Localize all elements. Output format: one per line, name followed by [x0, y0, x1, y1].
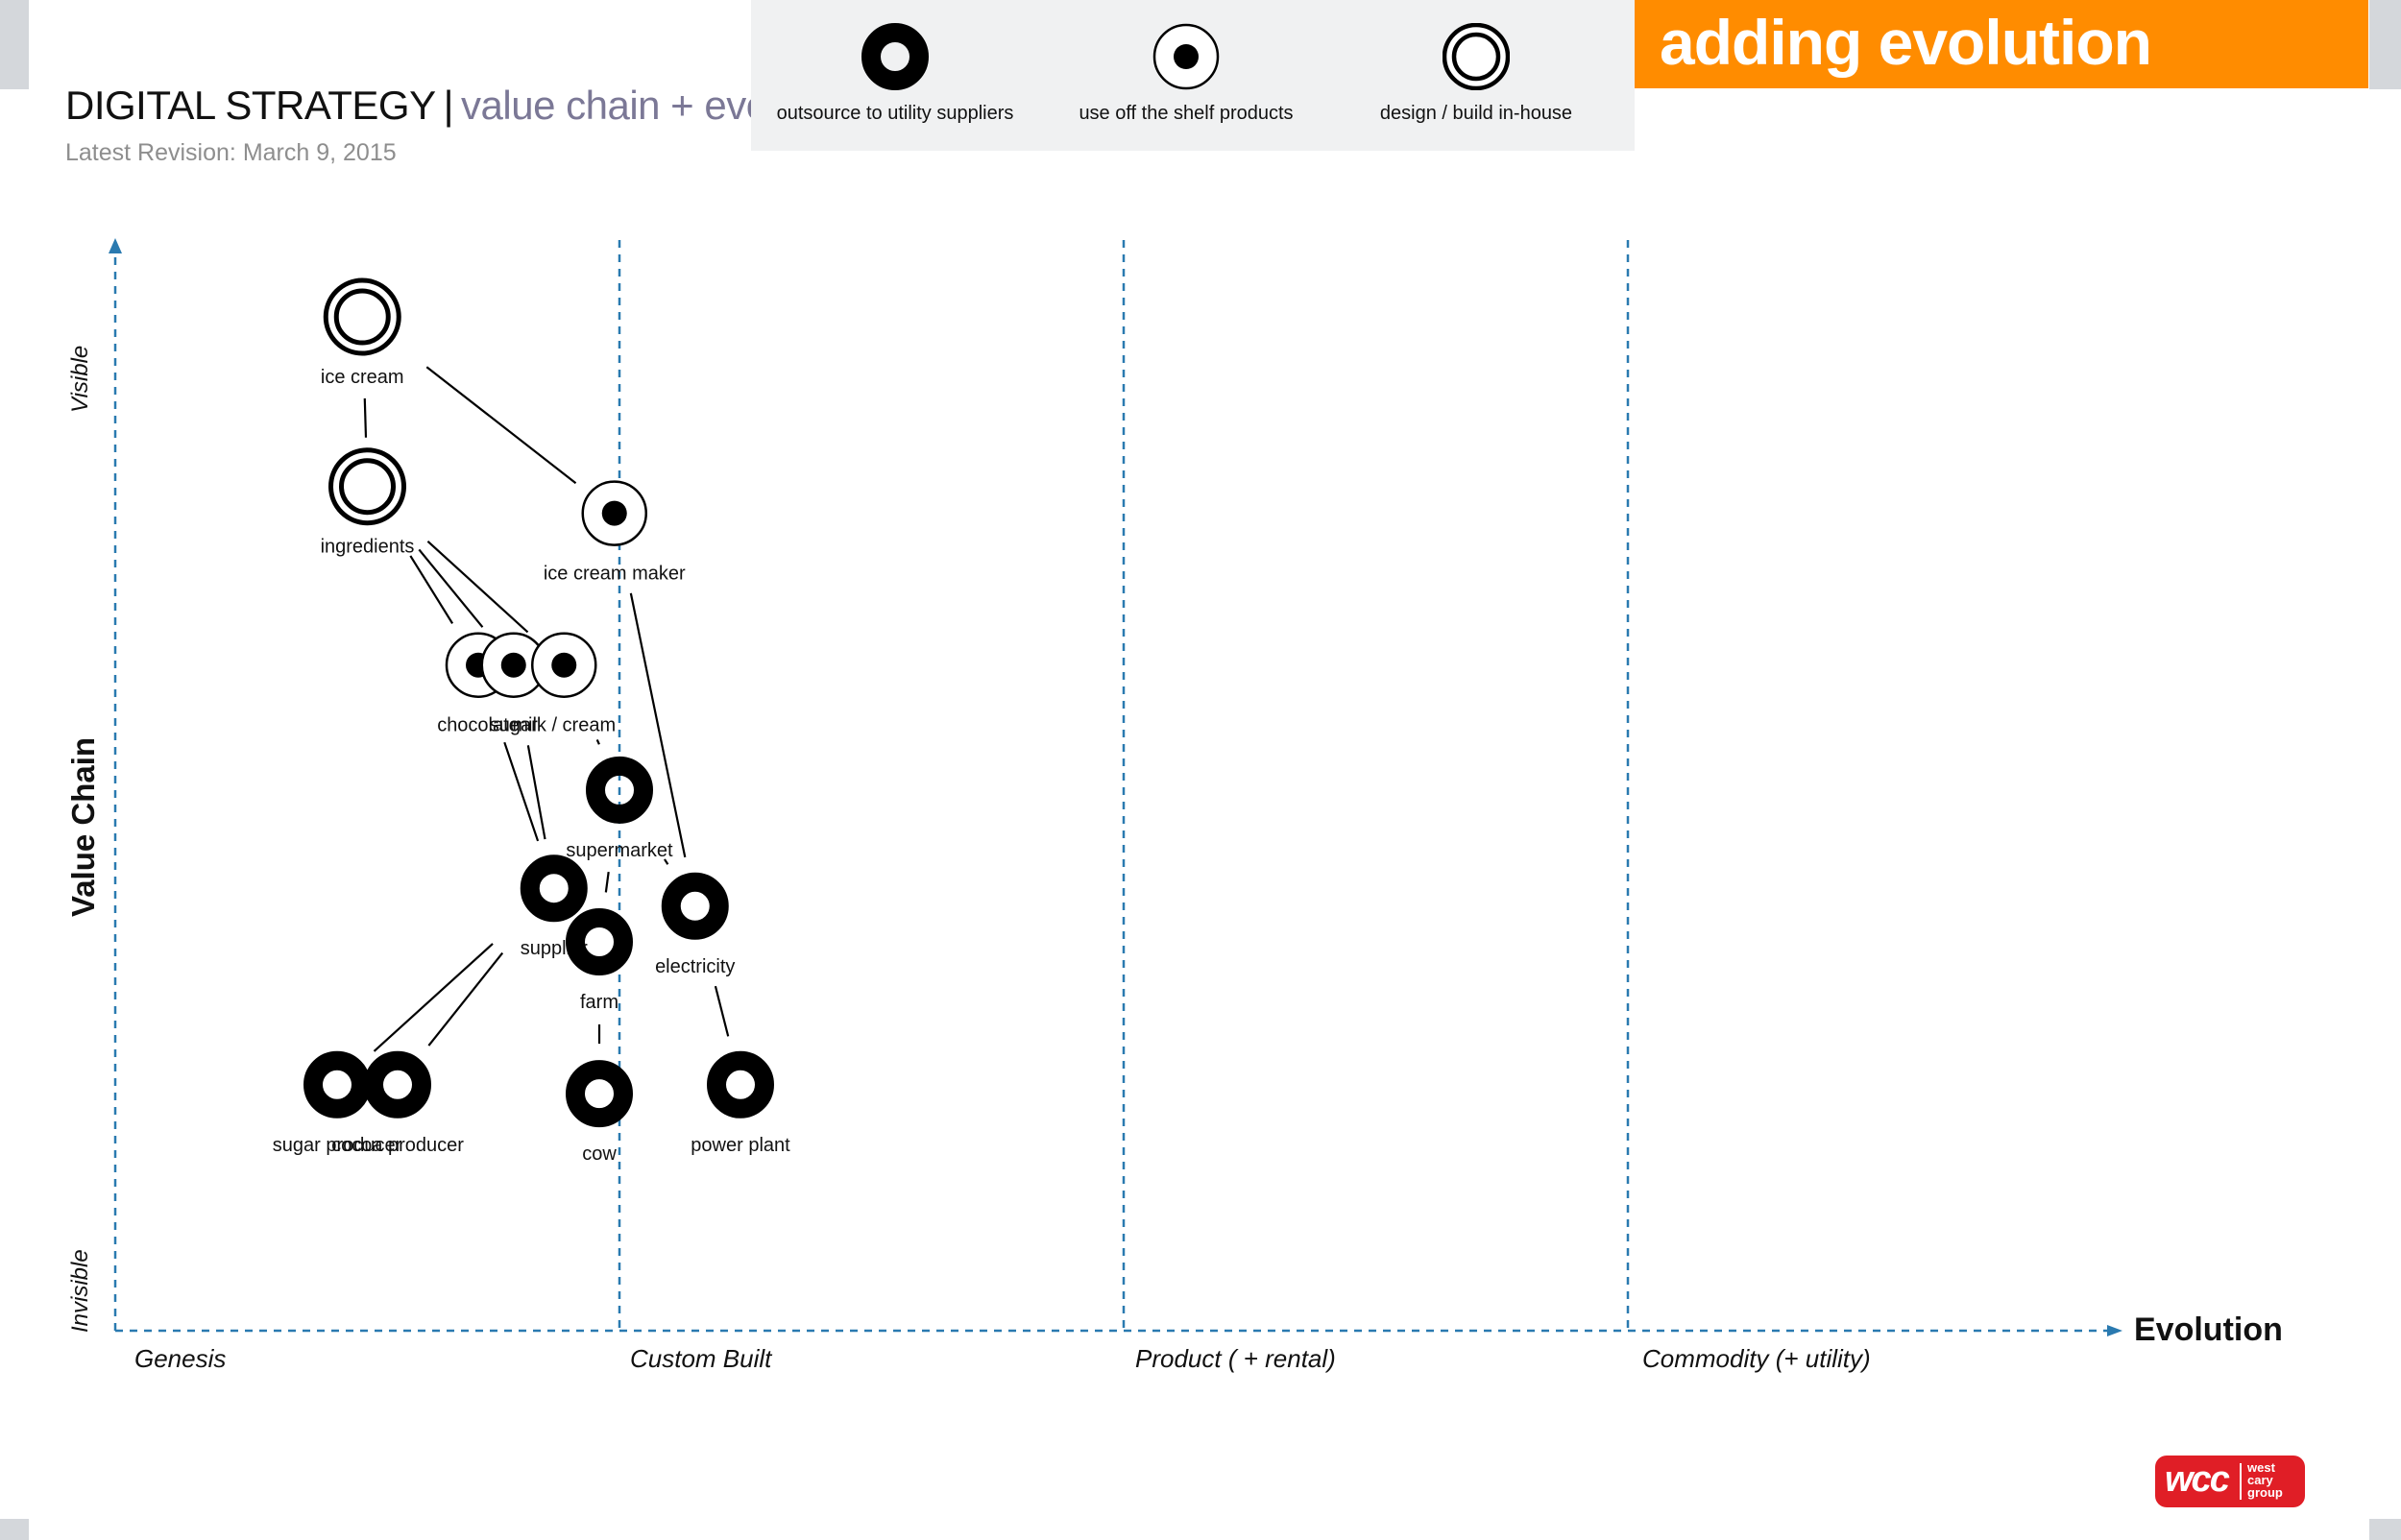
outsource-node-icon [364, 1050, 431, 1119]
logo-divider [2240, 1463, 2242, 1500]
logo-word: west [2247, 1460, 2275, 1475]
component-electricity: electricity [655, 872, 735, 977]
legend-label: design / build in-house [1379, 103, 1573, 124]
corner-tab-top-right [2369, 0, 2401, 89]
outsource-node-icon [861, 23, 929, 90]
stage-custom-built: Custom Built [630, 1344, 772, 1373]
dependency-link [373, 943, 494, 1052]
dependency-link [426, 541, 529, 634]
legend-item-outsource: outsource to utility suppliers [751, 0, 1039, 151]
outsource-node-icon [303, 1050, 371, 1119]
company-logo: wcc west cary group [2155, 1456, 2305, 1507]
component-label: ice cream maker [544, 564, 686, 585]
x-axis-title: Evolution [2134, 1311, 2283, 1348]
component-label: farm [580, 992, 618, 1013]
outsource-node-icon [661, 872, 729, 940]
corner-tab-bottom-right [2369, 1519, 2401, 1540]
title-separator: | [443, 83, 454, 128]
y-axis-arrow-icon [109, 238, 122, 253]
in-house-node-icon [1443, 23, 1510, 90]
outsource-node-icon [566, 1060, 633, 1128]
legend-panel: outsource to utility suppliers use off t… [751, 0, 1635, 151]
legend-item-in-house: design / build in-house [1332, 0, 1620, 151]
corner-tab-top-left [0, 0, 29, 89]
nodes-layer: ice cream ingredients ice cream maker choco… [273, 277, 790, 1165]
links-layer [363, 366, 730, 1052]
component-label: cocoa producer [331, 1135, 464, 1156]
section-banner: adding evolution [1635, 0, 2368, 88]
component-cocoa-producer: cocoa producer [331, 1050, 464, 1156]
component-label: milk / cream [512, 715, 616, 736]
component-label: ice cream [321, 367, 404, 388]
dependency-link [409, 555, 454, 624]
component-ingredients: ingredients [321, 447, 415, 558]
outsource-node-icon [520, 854, 588, 923]
component-label: sugar [490, 715, 538, 736]
component-label: cow [582, 1143, 617, 1165]
component-supermarket: supermarket [566, 756, 673, 861]
off-the-shelf-node-icon [1152, 23, 1220, 90]
stage-product: Product ( + rental) [1135, 1344, 1336, 1373]
component-farm: farm [566, 908, 633, 1013]
x-axis-arrow-icon [2107, 1325, 2122, 1336]
dependency-link [425, 366, 577, 485]
logo-mark: wcc [2165, 1459, 2230, 1500]
component-ice-cream-maker: ice cream maker [544, 480, 686, 585]
component-label: supermarket [566, 840, 673, 861]
component-label: chocolate [437, 715, 520, 736]
dependency-link [363, 397, 368, 438]
component-milk-cream: milk / cream [512, 632, 616, 736]
logo-words: west cary group [2247, 1461, 2283, 1499]
logo-word: cary [2247, 1473, 2273, 1487]
logo-badge [2155, 1456, 2305, 1507]
dependency-link [418, 548, 484, 628]
component-ice-cream: ice cream [321, 277, 404, 388]
legend-label: use off the shelf products [1079, 103, 1294, 124]
stage-genesis: Genesis [134, 1344, 227, 1373]
legend-label: outsource to utility suppliers [776, 103, 1014, 124]
revision-date: Latest Revision: March 9, 2015 [65, 139, 397, 166]
dependency-link [664, 858, 669, 865]
component-cow: cow [566, 1060, 633, 1165]
dependency-link [595, 738, 600, 745]
y-axis-bottom-label: Invisible [67, 1249, 93, 1333]
component-sugar-producer: sugar producer [273, 1050, 402, 1156]
component-label: sugar producer [273, 1135, 402, 1156]
logo-word: group [2247, 1485, 2283, 1500]
component-label: electricity [655, 956, 735, 977]
outsource-node-icon [707, 1050, 774, 1119]
corner-tab-bottom-left [0, 1519, 29, 1540]
outsource-node-icon [586, 756, 653, 824]
axes-layer [109, 238, 2122, 1336]
stage-commodity: Commodity (+ utility) [1642, 1344, 1871, 1373]
y-axis-title: Value Chain [65, 736, 101, 917]
component-sugar: sugar [480, 632, 546, 736]
title-main: DIGITAL STRATEGY [65, 83, 436, 128]
outsource-node-icon [566, 908, 633, 975]
dependency-link [629, 592, 687, 858]
legend-item-off-the-shelf: use off the shelf products [1042, 0, 1330, 151]
component-power-plant: power plant [691, 1050, 790, 1156]
dependency-link [526, 745, 546, 840]
dependency-link [503, 741, 540, 842]
y-axis-top-label: Visible [67, 345, 93, 413]
dependency-link [714, 985, 730, 1037]
component-label: ingredients [321, 537, 415, 558]
dependency-link [427, 951, 504, 1047]
component-label: power plant [691, 1135, 790, 1156]
banner-text: adding evolution [1660, 7, 2152, 78]
dependency-link [604, 872, 610, 893]
